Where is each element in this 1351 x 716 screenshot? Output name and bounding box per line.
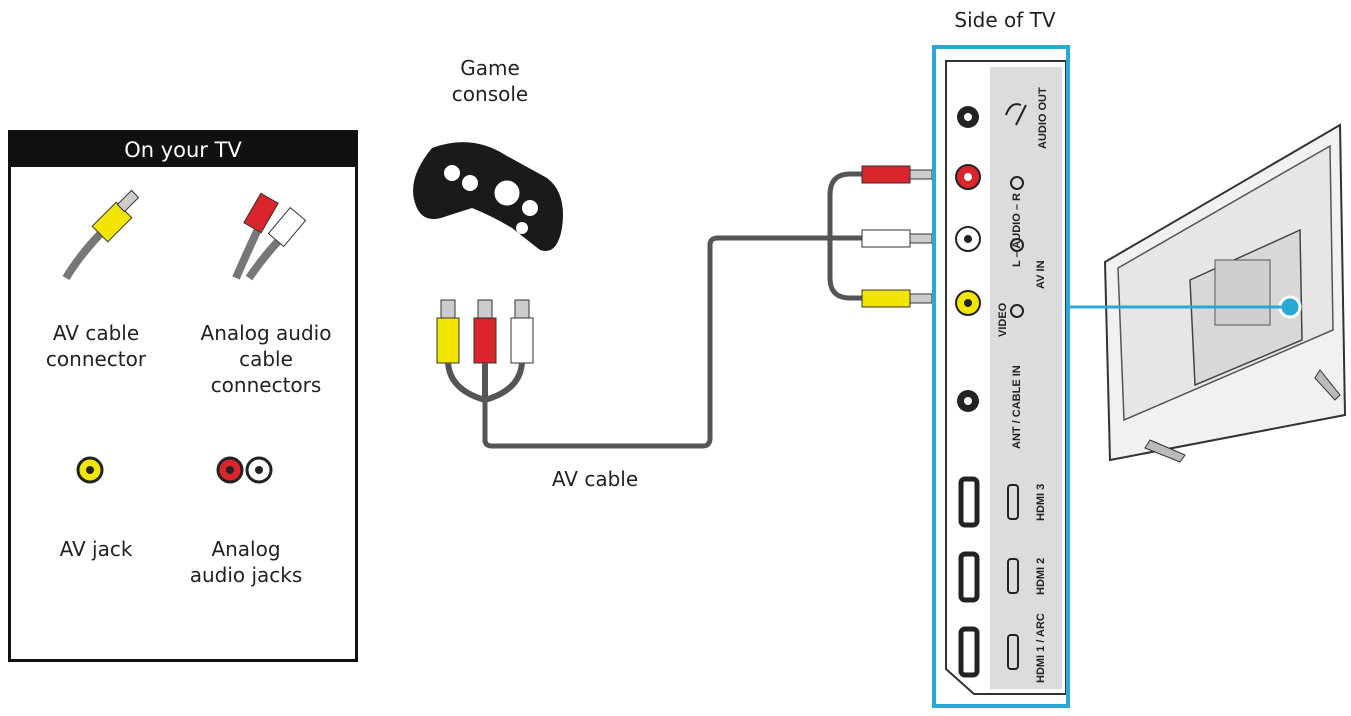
- av-cable-label-line2: connector: [45, 347, 147, 371]
- av-in-label: AV IN: [1035, 260, 1047, 289]
- av-jack-icon: [76, 456, 104, 484]
- analog-jacks-label-line1: Analog: [211, 537, 281, 561]
- hdmi3-label: HDMI 3: [1035, 484, 1047, 521]
- legend-title: On your TV: [11, 133, 355, 167]
- tv-back-illustration: [1070, 123, 1347, 463]
- analog-cable-label-line3: connectors: [210, 373, 322, 397]
- av-cable-label-line1: AV cable: [52, 321, 140, 345]
- video-label: VIDEO: [997, 302, 1009, 337]
- tv-port-panel-art: [945, 60, 1066, 695]
- audio-out-label: AUDIO OUT: [1037, 87, 1049, 149]
- av-jack-label: AV jack: [59, 537, 133, 561]
- tv-port-labels: AUDIO OUT L – AUDIO – R AV IN VIDEO ANT …: [997, 87, 1049, 683]
- analog-cable-label-line1: Analog audio: [200, 321, 332, 345]
- console-label-line1: Game: [460, 56, 520, 80]
- hdmi1-arc-label: HDMI 1 / ARC: [1035, 613, 1047, 683]
- av-cable-line: [482, 235, 865, 449]
- tv-side-panel: AUDIO OUT L – AUDIO – R AV IN VIDEO ANT …: [932, 45, 1070, 708]
- tv-plugs: [861, 165, 933, 308]
- hdmi2-label: HDMI 2: [1035, 558, 1047, 595]
- analog-cable-label-line2: cable: [239, 347, 293, 371]
- av-cable-connector-icon: [62, 189, 140, 281]
- ant-cable-in-label: ANT / CABLE IN: [1011, 365, 1023, 449]
- av-cable-label: AV cable: [551, 467, 639, 491]
- legend-box: On your TV AV cable connector Analog aud…: [8, 130, 358, 662]
- analog-jacks-label-line2: audio jacks: [189, 563, 303, 587]
- analog-audio-jacks-icon: [216, 456, 273, 484]
- analog-audio-cable-connectors-icon: [232, 192, 307, 281]
- tv-side-label: Side of TV: [954, 8, 1056, 32]
- audio-lr-label: L – AUDIO – R: [1011, 193, 1023, 267]
- tv-port-location-marker: [1278, 295, 1302, 319]
- rca-plugs-illustration: [436, 299, 534, 403]
- game-controller-icon: [413, 142, 563, 252]
- console-label-line2: console: [451, 82, 529, 106]
